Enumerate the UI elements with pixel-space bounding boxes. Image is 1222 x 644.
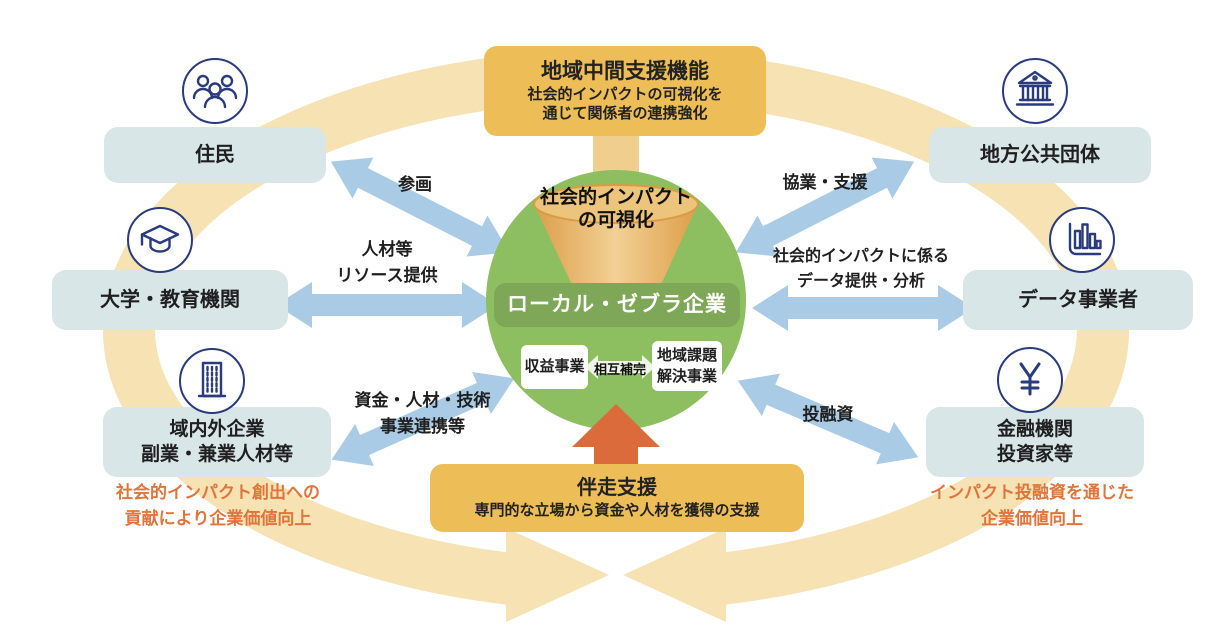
benefit-left-note: 社会的インパクト創出への 貢献により企業価値向上 bbox=[116, 483, 320, 528]
resources-arrow-icon bbox=[276, 282, 498, 328]
funding-arrow-icon bbox=[331, 371, 515, 467]
data-label: 社会的インパクトに係る データ提供・分析 bbox=[772, 248, 949, 290]
bottom-support-title: 伴走支援 bbox=[577, 477, 657, 499]
stakeholder-companies-box: 域内外企業 副業・兼業人材等 bbox=[103, 407, 331, 477]
graduation-cap-icon bbox=[140, 224, 180, 253]
bar-chart-icon bbox=[1068, 222, 1102, 256]
top-support-title: 地域中間支援機能 bbox=[541, 60, 709, 83]
residents-icon-circle bbox=[182, 58, 248, 124]
participation-label: 参画 bbox=[398, 175, 432, 194]
stakeholder-university-box: 大学・教育機関 bbox=[52, 270, 288, 330]
support-up-arrow-icon bbox=[572, 404, 660, 474]
benefit-right-note: インパクト投融資を通じた 企業価値向上 bbox=[930, 483, 1134, 528]
government-icon-circle bbox=[1002, 58, 1068, 124]
data-provider-icon-circle bbox=[1049, 207, 1115, 273]
collaboration-label: 協業・支援 bbox=[782, 173, 868, 192]
resources-label: 人材等 リソース提供 bbox=[336, 240, 438, 285]
mutual-complement-label: 相互補完 bbox=[593, 362, 646, 377]
visualization-funnel-icon bbox=[535, 206, 697, 287]
investment-arrow-icon bbox=[737, 373, 919, 465]
government-building-icon bbox=[1015, 70, 1055, 106]
office-building-icon bbox=[197, 361, 227, 398]
bottom-support-sub: 専門的な立場から資金や人材を獲得の支援 bbox=[474, 502, 760, 519]
profit-business-box: 収益事業 bbox=[521, 345, 588, 389]
stakeholder-data-provider-box: データ事業者 bbox=[963, 270, 1193, 330]
university-icon-circle bbox=[127, 207, 193, 273]
investment-label: 投融資 bbox=[802, 405, 854, 424]
people-icon bbox=[192, 74, 238, 109]
impact-visualization-label: 社会的インパクト の可視化 bbox=[539, 187, 692, 231]
local-zebra-company-pill: ローカル・ゼブラ企業 bbox=[494, 283, 740, 327]
yen-icon bbox=[1019, 362, 1041, 396]
ring-right-arrowhead-icon bbox=[623, 528, 726, 622]
data-arrow-icon bbox=[752, 285, 974, 331]
collaboration-arrow-icon bbox=[735, 157, 915, 257]
top-support-box: 地域中間支援機能 社会的インパクトの可視化を 通じて関係者の連携強化 bbox=[484, 46, 766, 136]
funnel-top-ellipse-icon bbox=[533, 184, 699, 224]
mutual-complement-arrow-icon bbox=[585, 355, 655, 379]
participation-arrow-icon bbox=[330, 157, 510, 257]
stakeholder-residents-box: 住民 bbox=[104, 127, 326, 183]
finance-icon-circle bbox=[997, 347, 1063, 413]
stakeholder-government-box: 地方公共団体 bbox=[929, 127, 1151, 183]
social-business-box: 地域課題 解決事業 bbox=[652, 341, 722, 391]
bottom-support-box: 伴走支援 専門的な立場から資金や人材を獲得の支援 bbox=[430, 464, 804, 532]
top-support-sub2: 通じて関係者の連携強化 bbox=[542, 105, 708, 122]
funding-label: 資金・人材・技術 事業連携等 bbox=[354, 391, 491, 436]
companies-icon-circle bbox=[179, 348, 245, 414]
stakeholder-finance-box: 金融機関 投資家等 bbox=[926, 407, 1144, 477]
ring-left-arrowhead-icon bbox=[506, 528, 609, 622]
top-support-sub1: 社会的インパクトの可視化を bbox=[527, 86, 723, 103]
